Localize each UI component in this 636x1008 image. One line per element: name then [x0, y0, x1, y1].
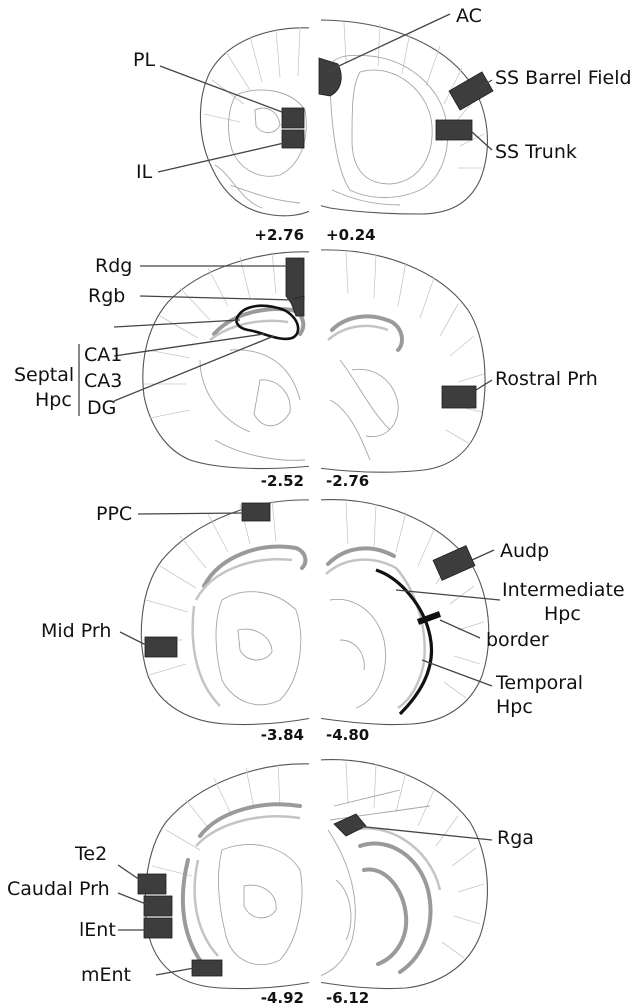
section-row-3: PPC Mid Prh Audp Intermediate Hpc border…	[41, 496, 625, 744]
label-rgb: Rgb	[88, 285, 125, 307]
region-ment	[192, 960, 222, 976]
region-rostral-prh	[442, 386, 476, 408]
label-rostral-prh: Rostral Prh	[495, 368, 598, 390]
label-ss-barrel-field: SS Barrel Field	[495, 67, 632, 89]
section-right-2-76	[318, 250, 485, 472]
region-ss-trunk	[436, 120, 472, 140]
section-left-4-92	[145, 764, 312, 989]
label-ca1: CA1	[84, 344, 122, 366]
label-border: border	[486, 629, 549, 651]
coord-right-row2: -2.76	[326, 472, 369, 490]
label-intermediate-hpc: Hpc	[544, 603, 581, 625]
label-pl: PL	[133, 49, 155, 71]
label-intermediate: Intermediate	[502, 579, 625, 601]
label-ca3: CA3	[84, 370, 122, 392]
label-septal-hpc: Hpc	[35, 389, 72, 411]
region-lent	[144, 918, 172, 938]
label-rdg: Rdg	[95, 255, 132, 277]
coord-left-row3: -3.84	[261, 726, 304, 744]
coord-left-row2: -2.52	[261, 472, 304, 490]
label-audp: Audp	[500, 540, 549, 562]
coord-left-row1: +2.76	[254, 226, 304, 244]
region-te2	[138, 874, 166, 894]
region-il	[282, 130, 304, 148]
label-te2: Te2	[74, 843, 107, 865]
label-rga: Rga	[497, 827, 534, 849]
label-lent: lEnt	[79, 919, 116, 941]
label-septal: Septal	[14, 364, 74, 386]
section-row-1: PL IL AC SS Barrel Field SS Trunk +2.76 …	[133, 5, 632, 244]
region-ppc	[242, 503, 270, 521]
section-left-3-84	[140, 500, 312, 725]
label-ppc: PPC	[96, 503, 132, 525]
label-ac: AC	[456, 5, 482, 27]
coord-right-row4: -6.12	[326, 989, 369, 1007]
coord-left-row4: -4.92	[261, 989, 304, 1007]
section-right-6-12	[318, 760, 487, 989]
label-dg: DG	[87, 397, 116, 419]
label-il: IL	[136, 161, 153, 183]
region-caudal-prh	[144, 896, 172, 916]
label-ss-trunk: SS Trunk	[495, 141, 577, 163]
label-temporal: Temporal	[495, 672, 583, 694]
label-caudal-prh: Caudal Prh	[7, 878, 110, 900]
region-mid-prh	[145, 637, 177, 657]
section-row-4: Rga Te2 Caudal Prh lEnt mEnt -4.92 -6.12	[7, 756, 534, 1007]
label-temporal-hpc: Hpc	[496, 696, 533, 718]
label-ment: mEnt	[81, 964, 131, 986]
coord-right-row1: +0.24	[326, 226, 376, 244]
coord-right-row3: -4.80	[326, 726, 369, 744]
section-right-0-24	[318, 20, 487, 214]
section-right-4-80	[318, 500, 489, 725]
region-pl	[282, 108, 304, 128]
section-row-2: Rdg Rgb CA1 CA3 DG Septal Hpc Rostral Pr…	[14, 246, 598, 490]
label-mid-prh: Mid Prh	[41, 620, 111, 642]
